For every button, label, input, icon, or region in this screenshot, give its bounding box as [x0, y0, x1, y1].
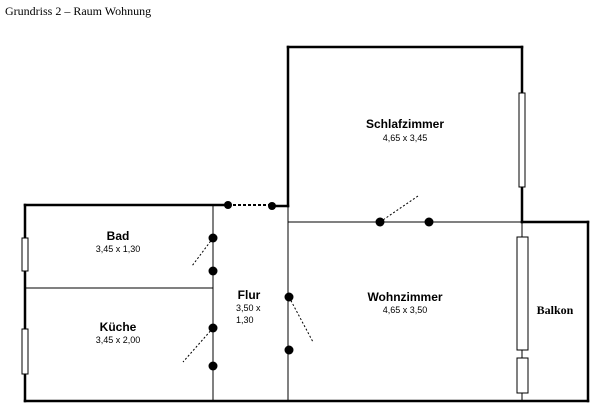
dim-flur-line2: 1,30: [236, 315, 254, 325]
dim-flur-line1: 3,50 x: [236, 303, 261, 313]
window-bad: [21, 237, 29, 272]
entrance-hinge-right: [268, 202, 276, 210]
door-schlafzimmer: [375, 195, 434, 227]
dim-bad: 3,45 x 1,30: [96, 244, 141, 254]
window-wohnzimmer-2: [516, 357, 529, 394]
inner-walls: [25, 206, 523, 401]
dim-kueche: 3,45 x 2,00: [96, 335, 141, 345]
entrance-hinge-left: [224, 201, 232, 209]
label-bad: Bad: [107, 229, 130, 243]
door-kueche: [182, 323, 218, 371]
plan-caption: Grundriss 2 – Raum Wohnung: [5, 4, 152, 18]
doors: [182, 195, 434, 371]
label-wohnzimmer: Wohnzimmer: [367, 290, 442, 304]
outer-walls: [23, 45, 590, 403]
door-wohnzimmer: [284, 292, 314, 355]
label-kueche: Küche: [100, 320, 137, 334]
window-kueche: [21, 328, 29, 375]
door-bad: [191, 233, 218, 276]
window-schlafzimmer: [518, 92, 526, 188]
label-schlafzimmer: Schlafzimmer: [366, 117, 444, 131]
windows: [21, 92, 529, 394]
label-balkon: Balkon: [537, 303, 574, 317]
window-wohnzimmer-1: [516, 236, 529, 351]
dim-wohnzimmer: 4,65 x 3,50: [383, 305, 428, 315]
label-flur: Flur: [238, 288, 261, 302]
dim-schlafzimmer: 4,65 x 3,45: [383, 133, 428, 143]
